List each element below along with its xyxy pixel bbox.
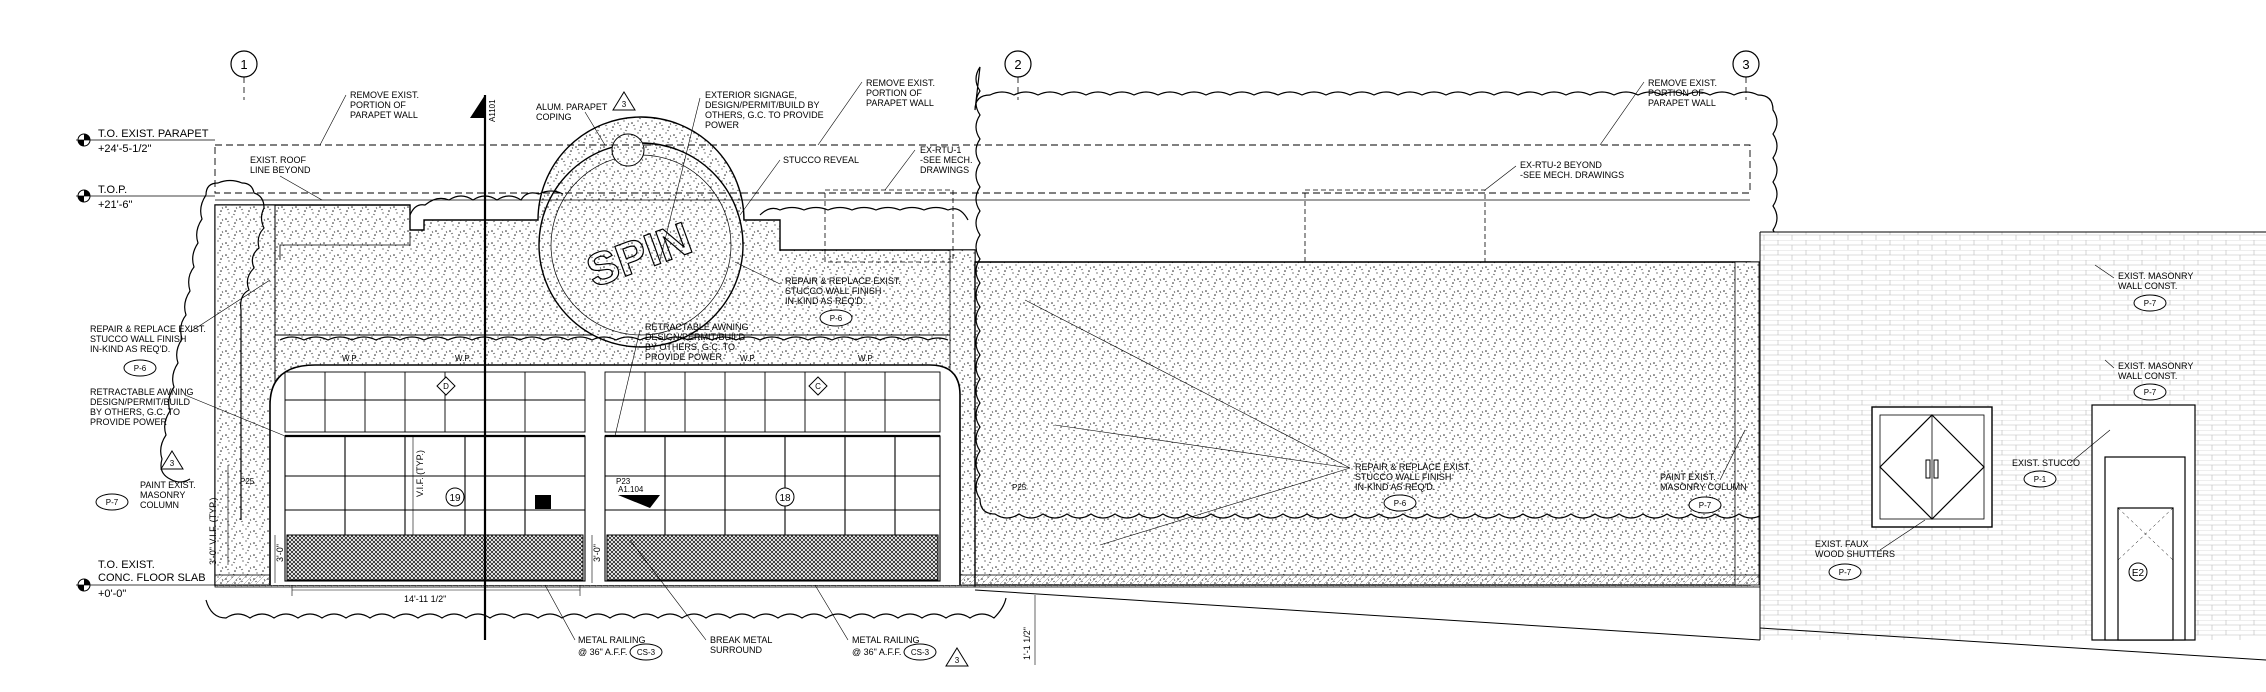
tag-p7-left: P-7 xyxy=(106,498,119,507)
dim-sill-left: 3'-0" xyxy=(275,544,285,562)
wp-label-2: W.P. xyxy=(455,354,471,363)
dim-storefront-width: 14'-11 1/2" xyxy=(404,594,446,604)
note-remove-parapet-left: REMOVE EXIST. PORTION OF PARAPET WALL xyxy=(350,90,422,120)
level-top: T.O.P. +21'-6" xyxy=(76,184,215,211)
note-rtu1: EX-RTU-1 -SEE MECH. DRAWINGS xyxy=(920,145,975,175)
note-alum-coping: ALUM. PARAPET COPING xyxy=(536,102,610,122)
detail-ref: A1.104 xyxy=(618,485,644,494)
note-paint-column-right: PAINT EXIST. MASONRY COLUMN xyxy=(1660,472,1747,492)
note-awning-center: RETRACTABLE AWNING DESIGN/PERMIT/BUILD B… xyxy=(645,322,751,362)
dim-sill-mid: 3'-0" xyxy=(592,544,602,562)
grid-line-1: 1 xyxy=(230,50,258,100)
note-railing-right: METAL RAILING @ 36" A.F.F. xyxy=(852,635,922,657)
rev-tag-bottom: 3 xyxy=(955,656,960,665)
wp-p23: P23 xyxy=(616,477,631,486)
note-repair-left: REPAIR & REPLACE EXIST. STUCCO WALL FINI… xyxy=(90,324,208,354)
note-remove-parapet-mid: REMOVE EXIST. PORTION OF PARAPET WALL xyxy=(866,78,938,108)
door-tag-e2: E2 xyxy=(2132,568,2145,579)
grid-label-3: 3 xyxy=(1742,57,1749,72)
tag-p7-masonry-2: P-7 xyxy=(2144,388,2157,397)
tag-p6-left: P-6 xyxy=(134,364,147,373)
dim-ramp: 1'-1 1/2" xyxy=(1022,627,1032,660)
detail-marker-icon xyxy=(618,495,660,508)
level-top-name: T.O.P. xyxy=(98,184,127,196)
level-floor: T.O. EXIST. CONC. FLOOR SLAB +0'-0" xyxy=(76,559,215,600)
note-stucco-reveal: STUCCO REVEAL xyxy=(783,155,859,165)
rev-tag-top: 3 xyxy=(622,100,627,109)
window-tag-d: D xyxy=(443,382,449,391)
tag-cs3-right: CS-3 xyxy=(911,648,930,657)
window-tag-19: 19 xyxy=(449,493,461,504)
level-parapet-elev: +24'-5-1/2" xyxy=(98,143,151,155)
level-floor-name-2: CONC. FLOOR SLAB xyxy=(98,572,206,584)
tag-p7-masonry-1: P-7 xyxy=(2144,299,2157,308)
section-cut-arrow-icon xyxy=(470,95,485,118)
tag-p7-col: P-7 xyxy=(1699,501,1712,510)
note-railing-left: METAL RAILING @ 36" A.F.F. xyxy=(578,635,648,657)
dimensions: 14'-11 1/2" 3'-0" 3'-0" V.I.F. (TYP.) 3'… xyxy=(208,436,1036,665)
tag-p6-mid: P-6 xyxy=(1394,499,1407,508)
window-tag-c: C xyxy=(815,382,821,391)
wp-label-4: W.P. xyxy=(858,354,874,363)
existing-parapet-outline xyxy=(214,144,1751,201)
note-signage: EXTERIOR SIGNAGE, DESIGN/PERMIT/BUILD BY… xyxy=(705,90,826,130)
wp-p25-left: P25 xyxy=(240,477,255,486)
note-repair-mid: REPAIR & REPLACE EXIST. STUCCO WALL FINI… xyxy=(1355,462,1473,492)
rev-tag-left: 3 xyxy=(170,459,175,468)
dim-vif-left: 3'-0" V.I.F. (TYP.) xyxy=(208,498,218,565)
level-floor-elev: +0'-0" xyxy=(98,588,126,600)
level-parapet: T.O. EXIST. PARAPET +24'-5-1/2" xyxy=(76,128,215,155)
tag-p6-upper: P-6 xyxy=(830,314,843,323)
wp-label-3: W.P. xyxy=(740,354,756,363)
sheet-ref: A1101 xyxy=(488,99,497,122)
note-rtu2: EX-RTU-2 BEYOND -SEE MECH. DRAWINGS xyxy=(1520,160,1624,180)
note-repair-upper: REPAIR & REPLACE EXIST. STUCCO WALL FINI… xyxy=(785,276,903,306)
tag-p1: P-1 xyxy=(2034,475,2047,484)
note-shutters: EXIST. FAUX WOOD SHUTTERS xyxy=(1815,539,1895,559)
dim-vif-typ: V.I.F. (TYP.) xyxy=(415,450,425,497)
note-masonry-2: EXIST. MASONRY WALL CONST. xyxy=(2118,361,2196,381)
revision-clouds xyxy=(160,66,1778,619)
tag-cs3-left: CS-3 xyxy=(637,648,656,657)
wp-label-1: W.P. xyxy=(342,354,358,363)
notes: REMOVE EXIST. PORTION OF PARAPET WALL EX… xyxy=(90,78,2196,661)
note-remove-parapet-right: REMOVE EXIST. PORTION OF PARAPET WALL xyxy=(1648,78,1720,108)
left-facade: SPIN xyxy=(214,95,976,640)
grid-line-2: 2 xyxy=(1004,50,1032,100)
grid-line-3: 3 xyxy=(1732,50,1760,100)
tag-p7-shutters: P-7 xyxy=(1839,568,1852,577)
right-facade: E2 xyxy=(1759,231,2266,661)
note-exist-stucco: EXIST. STUCCO xyxy=(2012,458,2080,468)
window-tag-18: 18 xyxy=(779,493,791,504)
note-paint-column-left: PAINT EXIST. MASONRY COLUMN xyxy=(140,480,198,510)
level-top-elev: +21'-6" xyxy=(98,199,133,211)
wp-p25-right: P25 xyxy=(1012,483,1027,492)
note-break-metal: BREAK METAL SURROUND xyxy=(710,635,775,655)
note-roof-line: EXIST. ROOF LINE BEYOND xyxy=(250,155,311,175)
railing-left-mesh xyxy=(286,534,584,581)
level-floor-name-1: T.O. EXIST. xyxy=(98,559,155,571)
grid-label-2: 2 xyxy=(1014,57,1021,72)
revision-triangles: 3 3 3 xyxy=(160,91,969,667)
railing-right-mesh xyxy=(606,534,939,581)
wall-pack-markers: W.P. W.P. W.P. W.P. P25 P23 P25 xyxy=(240,354,1027,492)
note-awning-left: RETRACTABLE AWNING DESIGN/PERMIT/BUILD B… xyxy=(90,387,196,427)
level-parapet-name: T.O. EXIST. PARAPET xyxy=(98,128,209,140)
note-masonry-1: EXIST. MASONRY WALL CONST. xyxy=(2118,271,2196,291)
grid-label-1: 1 xyxy=(240,57,247,72)
middle-facade xyxy=(974,189,1761,641)
